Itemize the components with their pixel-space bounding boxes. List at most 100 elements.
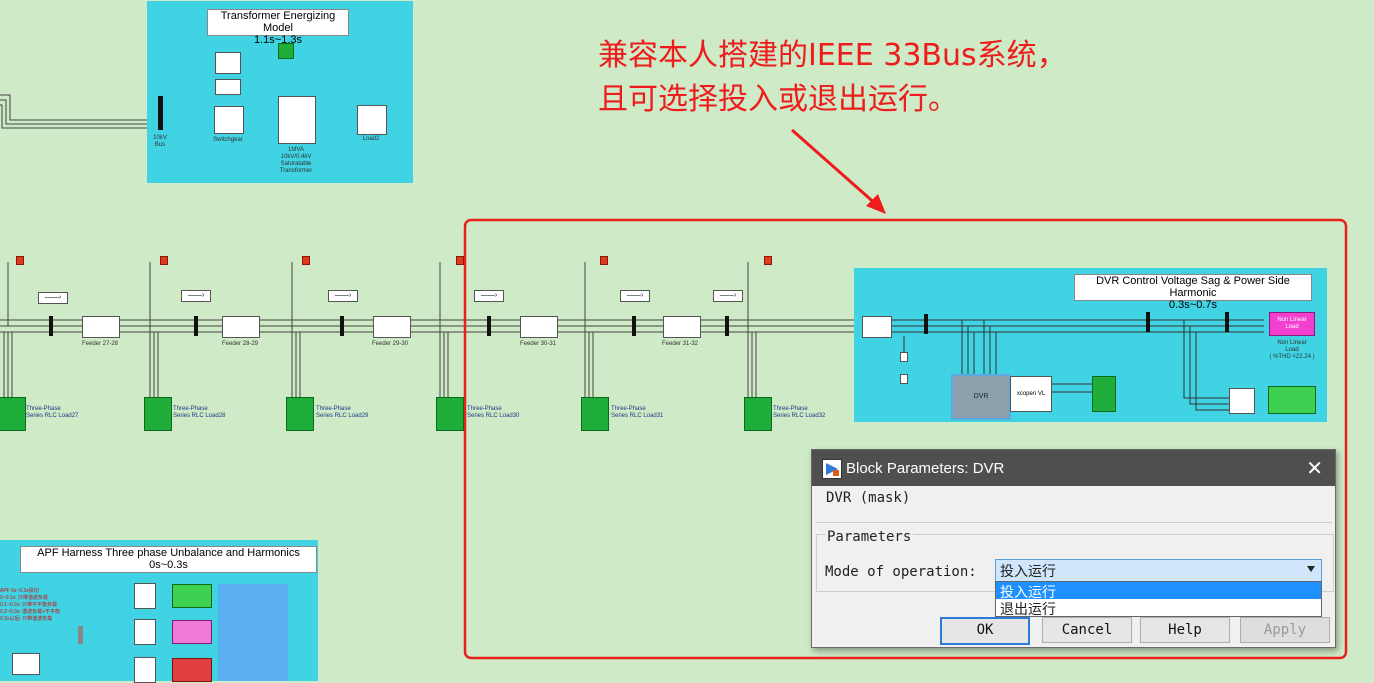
mode-label: Mode of operation: (825, 564, 977, 580)
load2-label: Load2 (362, 136, 380, 142)
feeder-block-29-30[interactable] (373, 316, 411, 338)
switchgear-block[interactable] (214, 106, 244, 134)
feeder-block-30-31[interactable] (520, 316, 558, 338)
scope-icon[interactable] (278, 43, 294, 59)
apply-button[interactable]: Apply (1240, 617, 1330, 643)
apf-load-red[interactable] (172, 658, 212, 682)
feeder-label: Feeder 30-31 (519, 341, 557, 347)
step-source[interactable] (456, 256, 464, 265)
breaker[interactable] (632, 316, 636, 336)
feeder-block-31-32[interactable] (663, 316, 701, 338)
step-source[interactable] (16, 256, 24, 265)
timer-block[interactable]: ——› (713, 290, 743, 302)
feeder-label: Feeder 28-29 (221, 341, 259, 347)
load-label: Three-Phase Series RLC Load28 (173, 406, 226, 419)
nonlinear-load-block[interactable]: Non Linear Load (1269, 312, 1315, 336)
feeder-block-27-28[interactable] (82, 316, 120, 338)
dvr-wires (890, 319, 1264, 411)
block-parameters-dialog: Block Parameters: DVR ✕ DVR (mask) Param… (811, 449, 1336, 648)
timer-block[interactable]: ——› (181, 290, 211, 302)
load2-block[interactable] (357, 105, 387, 135)
mask-label: DVR (mask) (826, 490, 911, 506)
ground-block[interactable] (900, 352, 908, 362)
dvr-breaker[interactable] (924, 314, 928, 334)
apf-meter-2[interactable] (134, 619, 156, 645)
bus-label: 10kV Bus (153, 135, 167, 148)
breaker[interactable] (487, 316, 491, 336)
feeder-label: Feeder 27-28 (81, 341, 119, 347)
breaker[interactable] (340, 316, 344, 336)
transformer-block[interactable] (278, 96, 316, 144)
harmonic-load-block[interactable] (1268, 386, 1316, 414)
dvr-scope-icon[interactable] (1092, 376, 1116, 412)
breaker[interactable] (194, 316, 198, 336)
dvr-control-area: DVR Control Voltage Sag & Power Side Har… (854, 268, 1327, 422)
cancel-button[interactable]: Cancel (1042, 617, 1132, 643)
apf-breaker[interactable] (78, 626, 83, 644)
ok-button[interactable]: OK (940, 617, 1030, 645)
rlc-load-30[interactable] (436, 397, 464, 431)
chevron-down-icon[interactable] (1307, 566, 1315, 572)
timer-block[interactable]: ——› (328, 290, 358, 302)
timer-block[interactable]: ——› (38, 292, 68, 304)
load-label: Three-Phase Series RLC Load27 (26, 406, 79, 419)
measurement-block[interactable] (862, 316, 892, 338)
rlc-load-32[interactable] (744, 397, 772, 431)
scope-input-block[interactable] (215, 52, 241, 74)
dvr-breaker[interactable] (1225, 312, 1229, 332)
parameters-label: Parameters (825, 529, 914, 545)
apf-switch-panel (218, 584, 288, 681)
mode-select[interactable]: 投入运行 (995, 559, 1322, 582)
feeder-label: Feeder 31-32 (661, 341, 699, 347)
dialog-titlebar[interactable]: Block Parameters: DVR ✕ (812, 450, 1335, 486)
transformer-energizing-area: Transformer Energizing Model 1.1s~1.3s 1… (147, 1, 413, 183)
apf-meter-3[interactable] (134, 657, 156, 683)
dvr-controller-block[interactable]: xcopen VL (1010, 376, 1052, 412)
step-source[interactable] (160, 256, 168, 265)
apf-area: APF Harness Three phase Unbalance and Ha… (0, 540, 318, 683)
rlc-load-31[interactable] (581, 397, 609, 431)
mode-select-value: 投入运行 (1000, 564, 1056, 580)
dvr-area-title: DVR Control Voltage Sag & Power Side Har… (1074, 274, 1312, 311)
dvr-block[interactable]: DVR (951, 374, 1011, 420)
step-source[interactable] (302, 256, 310, 265)
apf-block-left[interactable] (12, 653, 40, 675)
step-source[interactable] (600, 256, 608, 265)
apf-load-green[interactable] (172, 584, 212, 608)
timer-block[interactable]: ——› (620, 290, 650, 302)
apf-meter-1[interactable] (134, 583, 156, 609)
load-label: Three-Phase Series RLC Load32 (773, 406, 826, 419)
rlc-load-29[interactable] (286, 397, 314, 431)
feeder-block-28-29[interactable] (222, 316, 260, 338)
load-label: Three-Phase Series RLC Load30 (467, 406, 520, 419)
switch-control-block[interactable] (215, 79, 241, 95)
close-icon[interactable]: ✕ (1306, 458, 1323, 480)
help-button[interactable]: Help (1140, 617, 1230, 643)
mask-group: DVR (mask) (816, 490, 1332, 523)
option-enable[interactable]: 投入运行 (996, 582, 1321, 601)
mode-dropdown-list: 投入运行 退出运行 (995, 581, 1322, 618)
breaker[interactable] (725, 316, 729, 336)
rlc-load-27[interactable] (0, 397, 26, 431)
switchgear-label: Switchgear (213, 137, 243, 143)
harmonic-source-block[interactable] (1229, 388, 1255, 414)
ground-block[interactable] (900, 374, 908, 384)
annotation-text: 兼容本人搭建的IEEE 33Bus系统， 且可选择投入或退出运行。 (598, 34, 1118, 122)
rlc-load-28[interactable] (144, 397, 172, 431)
apf-load-pink[interactable] (172, 620, 212, 644)
transformer-label: 1MVA 10kV/0.4kV Saturatable Transformer (279, 147, 313, 174)
option-disable[interactable]: 退出运行 (1000, 602, 1056, 618)
apf-area-title: APF Harness Three phase Unbalance and Ha… (20, 546, 317, 573)
transformer-area-title: Transformer Energizing Model 1.1s~1.3s (207, 9, 349, 46)
load-label: Three-Phase Series RLC Load29 (316, 406, 369, 419)
simulink-icon (822, 459, 842, 479)
dvr-breaker[interactable] (1146, 312, 1150, 332)
breaker[interactable] (49, 316, 53, 336)
highlight-box (463, 218, 1348, 660)
timer-block[interactable]: ——› (474, 290, 504, 302)
annotation-line-2: 且可选择投入或退出运行。 (598, 82, 958, 117)
step-source[interactable] (764, 256, 772, 265)
apf-notes: APF 0s~0.3s投切 0~0.1s: 只带谐波负载 0.1~0.2s: 只… (0, 588, 61, 622)
bus-bar[interactable] (158, 96, 163, 130)
